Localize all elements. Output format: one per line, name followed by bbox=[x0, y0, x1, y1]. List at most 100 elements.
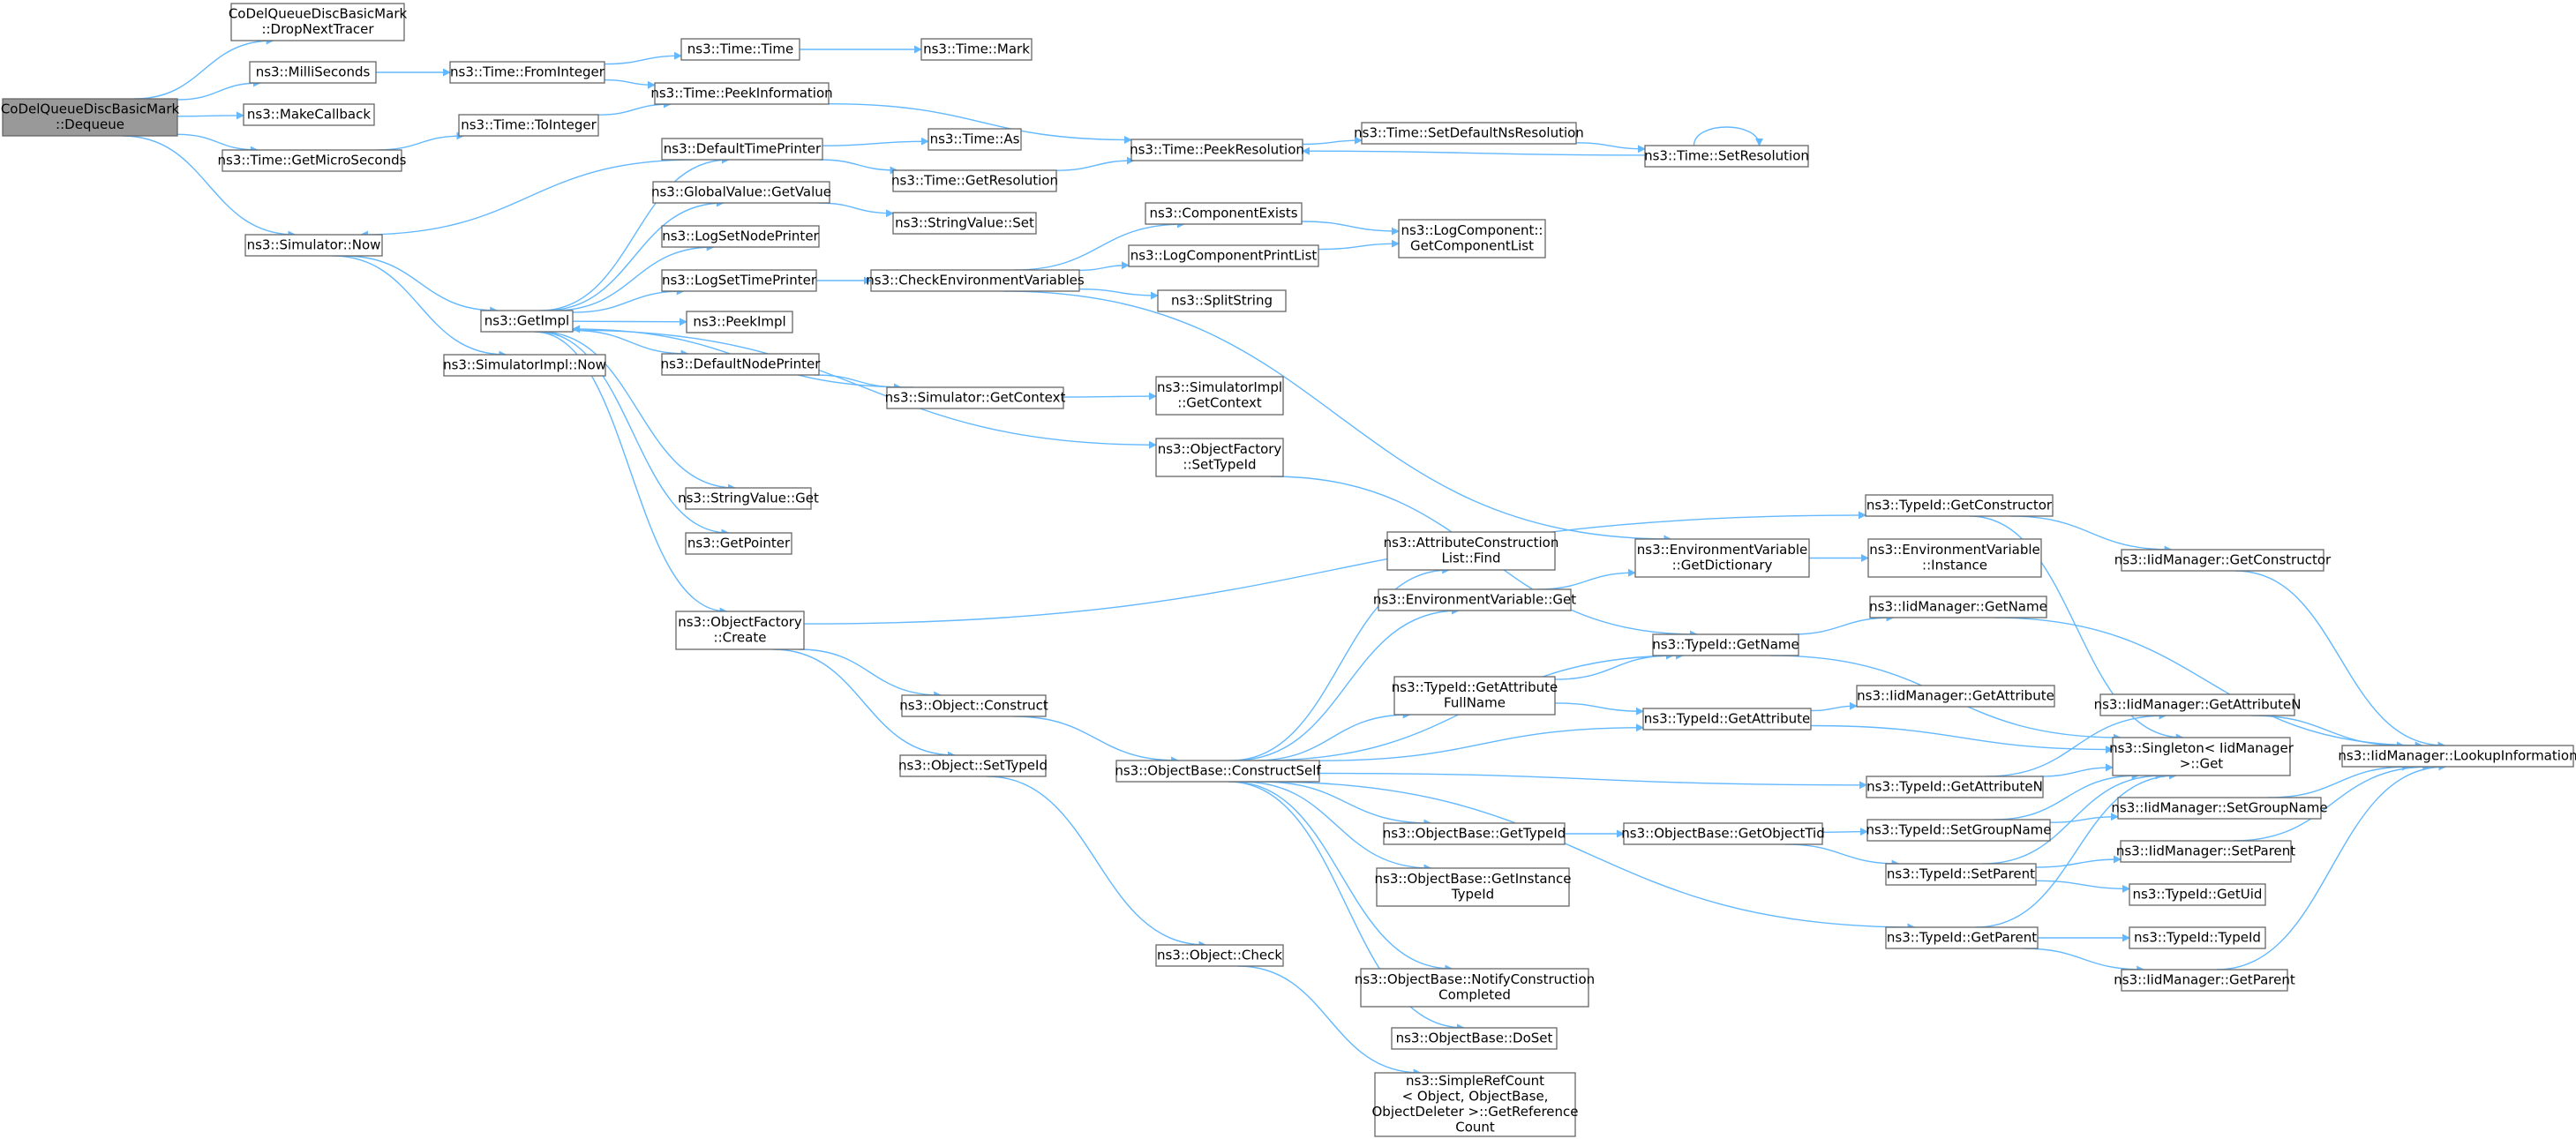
node-label-line: ::GetContext bbox=[1177, 395, 1262, 411]
node-singleton-get[interactable]: ns3::Singleton< IidManager>::Get bbox=[2109, 737, 2294, 776]
node-time-get-resolution[interactable]: ns3::Time::GetResolution bbox=[891, 169, 1058, 192]
node-type-id-type-id[interactable]: ns3::TypeId::TypeId bbox=[2129, 926, 2266, 949]
node-get-pointer[interactable]: ns3::GetPointer bbox=[685, 532, 792, 555]
node-object-base-get-type-id[interactable]: ns3::ObjectBase::GetTypeId bbox=[1383, 822, 1566, 845]
node-root[interactable]: CoDelQueueDiscBasicMark::Dequeue bbox=[1, 98, 180, 137]
node-component-exists[interactable]: ns3::ComponentExists bbox=[1145, 202, 1303, 225]
node-box bbox=[1376, 867, 1570, 907]
node-peek-information[interactable]: ns3::Time::PeekInformation bbox=[650, 82, 833, 105]
node-time-set-default-ns-resolution[interactable]: ns3::Time::SetDefaultNsResolution bbox=[1354, 122, 1584, 145]
node-object-set-type-id[interactable]: ns3::Object::SetTypeId bbox=[898, 754, 1048, 777]
node-label-line: ns3::ObjectBase::GetTypeId bbox=[1383, 825, 1566, 841]
node-object-factory-set-type-id[interactable]: ns3::ObjectFactory::SetTypeId bbox=[1155, 438, 1284, 477]
node-from-integer[interactable]: ns3::Time::FromInteger bbox=[449, 61, 605, 84]
node-type-id-get-name[interactable]: ns3::TypeId::GetName bbox=[1652, 633, 1799, 656]
node-type-id-get-parent[interactable]: ns3::TypeId::GetParent bbox=[1885, 926, 2039, 949]
node-type-id-get-attribute[interactable]: ns3::TypeId::GetAttribute bbox=[1642, 708, 1812, 731]
node-type-id-set-group-name[interactable]: ns3::TypeId::SetGroupName bbox=[1866, 819, 2052, 842]
node-make-callback[interactable]: ns3::MakeCallback bbox=[243, 103, 375, 126]
node-string-value-set[interactable]: ns3::StringValue::Set bbox=[892, 212, 1037, 235]
node-iid-set-parent[interactable]: ns3::IidManager::SetParent bbox=[2116, 840, 2295, 863]
node-to-integer[interactable]: ns3::Time::ToInteger bbox=[458, 114, 599, 137]
node-box bbox=[2341, 745, 2574, 768]
node-iid-get-attribute-n[interactable]: ns3::IidManager::GetAttributeN bbox=[2094, 693, 2302, 716]
node-box bbox=[661, 225, 820, 248]
node-iid-lookup-information[interactable]: ns3::IidManager::LookupInformation bbox=[2338, 745, 2576, 768]
node-box bbox=[1869, 596, 2047, 618]
node-object-base-do-set[interactable]: ns3::ObjectBase::DoSet bbox=[1391, 1027, 1558, 1050]
node-time-peek-resolution[interactable]: ns3::Time::PeekResolution bbox=[1130, 139, 1304, 161]
node-log-set-node-printer[interactable]: ns3::LogSetNodePrinter bbox=[661, 225, 820, 248]
edge-iid-get-name-to-iid-lookup-information bbox=[1994, 617, 2423, 750]
node-iid-get-constructor[interactable]: ns3::IidManager::GetConstructor bbox=[2114, 549, 2332, 572]
node-box bbox=[899, 754, 1047, 777]
node-sim-impl-now[interactable]: ns3::SimulatorImpl::Now bbox=[443, 354, 606, 377]
node-label-line: ns3::TypeId::GetName bbox=[1652, 636, 1799, 652]
edge-get-impl-to-log-set-node-printer bbox=[553, 243, 715, 311]
node-iid-get-name[interactable]: ns3::IidManager::GetName bbox=[1869, 596, 2047, 618]
node-object-check[interactable]: ns3::Object::Check bbox=[1155, 944, 1284, 967]
node-log-component-get-component-list[interactable]: ns3::LogComponent::GetComponentList bbox=[1398, 219, 1546, 259]
node-label-line: ns3::ObjectFactory bbox=[1158, 441, 1282, 457]
node-label-line: ns3::ObjectBase::DoSet bbox=[1396, 1030, 1553, 1045]
node-log-set-time-printer[interactable]: ns3::LogSetTimePrinter bbox=[661, 269, 817, 292]
node-time-as[interactable]: ns3::Time::As bbox=[928, 128, 1022, 151]
node-box bbox=[1128, 244, 1319, 267]
node-string-value-get[interactable]: ns3::StringValue::Get bbox=[678, 487, 819, 510]
node-simple-ref-count-get-ref[interactable]: ns3::SimpleRefCount< Object, ObjectBase,… bbox=[1371, 1072, 1579, 1137]
node-env-var-get[interactable]: ns3::EnvironmentVariable::Get bbox=[1373, 588, 1576, 611]
edge-object-base-construct-self-to-type-id-get-parent bbox=[1265, 781, 1916, 932]
node-box bbox=[2099, 693, 2295, 716]
node-check-env-vars[interactable]: ns3::CheckEnvironmentVariables bbox=[866, 269, 1085, 292]
node-env-var-get-dictionary[interactable]: ns3::EnvironmentVariable::GetDictionary bbox=[1634, 538, 1810, 578]
edge-check-env-vars-to-log-component-print-list bbox=[1078, 261, 1130, 271]
node-type-id-get-uid[interactable]: ns3::TypeId::GetUid bbox=[2129, 883, 2266, 906]
node-box bbox=[480, 310, 574, 333]
node-label-line: TypeId bbox=[1451, 887, 1494, 903]
node-iid-set-group-name[interactable]: ns3::IidManager::SetGroupName bbox=[2111, 797, 2328, 820]
node-env-var-instance[interactable]: ns3::EnvironmentVariable::Instance bbox=[1867, 538, 2042, 578]
node-iid-get-parent[interactable]: ns3::IidManager::GetParent bbox=[2114, 969, 2295, 992]
edge-get-impl-to-string-value-get bbox=[539, 331, 736, 492]
node-object-construct[interactable]: ns3::Object::Construct bbox=[899, 694, 1048, 717]
node-log-component-print-list[interactable]: ns3::LogComponentPrintList bbox=[1128, 244, 1319, 267]
edge-iid-get-parent-to-iid-lookup-information bbox=[2216, 762, 2447, 970]
edge-type-id-get-constructor-to-singleton-get bbox=[1969, 515, 2184, 742]
edge-type-id-set-parent-to-singleton-get bbox=[1982, 771, 2164, 865]
node-time-time[interactable]: ns3::Time::Time bbox=[680, 38, 800, 61]
node-sim-impl-get-context[interactable]: ns3::SimulatorImpl::GetContext bbox=[1155, 376, 1284, 416]
node-type-id-set-parent[interactable]: ns3::TypeId::SetParent bbox=[1885, 863, 2037, 886]
node-label-line: ::Create bbox=[714, 630, 767, 646]
node-label-line: ns3::IidManager::GetAttributeN bbox=[2094, 696, 2302, 712]
node-object-base-notify-construction-completed[interactable]: ns3::ObjectBase::NotifyConstructionCompl… bbox=[1355, 968, 1595, 1008]
node-time-set-resolution[interactable]: ns3::Time::SetResolution bbox=[1644, 145, 1809, 168]
node-sim-now[interactable]: ns3::Simulator::Now bbox=[244, 234, 383, 257]
node-drop-next-tracer[interactable]: CoDelQueueDiscBasicMark::DropNextTracer bbox=[229, 3, 408, 41]
node-split-string[interactable]: ns3::SplitString bbox=[1157, 289, 1287, 312]
node-default-node-printer[interactable]: ns3::DefaultNodePrinter bbox=[661, 353, 822, 376]
node-time-mark[interactable]: ns3::Time::Mark bbox=[920, 38, 1033, 61]
node-object-factory-create[interactable]: ns3::ObjectFactory::Create bbox=[675, 611, 805, 650]
node-default-time-printer[interactable]: ns3::DefaultTimePrinter bbox=[661, 138, 823, 161]
node-label-line: ns3::EnvironmentVariable::Get bbox=[1373, 591, 1576, 607]
node-type-id-get-attribute-n[interactable]: ns3::TypeId::GetAttributeN bbox=[1866, 776, 2044, 798]
node-label-line: ns3::Simulator::Now bbox=[247, 236, 381, 252]
node-peek-impl[interactable]: ns3::PeekImpl bbox=[686, 311, 793, 333]
node-label-line: ns3::Simulator::GetContext bbox=[885, 389, 1066, 405]
node-get-impl[interactable]: ns3::GetImpl bbox=[480, 310, 574, 333]
node-global-value-get-value[interactable]: ns3::GlobalValue::GetValue bbox=[651, 181, 831, 204]
node-get-micro-seconds[interactable]: ns3::Time::GetMicroSeconds bbox=[218, 149, 407, 172]
node-milli-seconds[interactable]: ns3::MilliSeconds bbox=[249, 61, 377, 84]
node-box bbox=[901, 694, 1047, 717]
node-sim-get-context[interactable]: ns3::Simulator::GetContext bbox=[885, 386, 1066, 409]
node-object-base-get-object-tid[interactable]: ns3::ObjectBase::GetObjectTid bbox=[1621, 822, 1825, 845]
node-type-id-get-constructor[interactable]: ns3::TypeId::GetConstructor bbox=[1865, 494, 2054, 517]
node-object-base-construct-self[interactable]: ns3::ObjectBase::ConstructSelf bbox=[1115, 760, 1321, 783]
node-label-line: ns3::ObjectBase::GetInstance bbox=[1375, 871, 1572, 887]
node-label-line: ns3::LogSetNodePrinter bbox=[662, 228, 819, 244]
node-iid-get-attribute[interactable]: ns3::IidManager::GetAttribute bbox=[1856, 685, 2055, 708]
